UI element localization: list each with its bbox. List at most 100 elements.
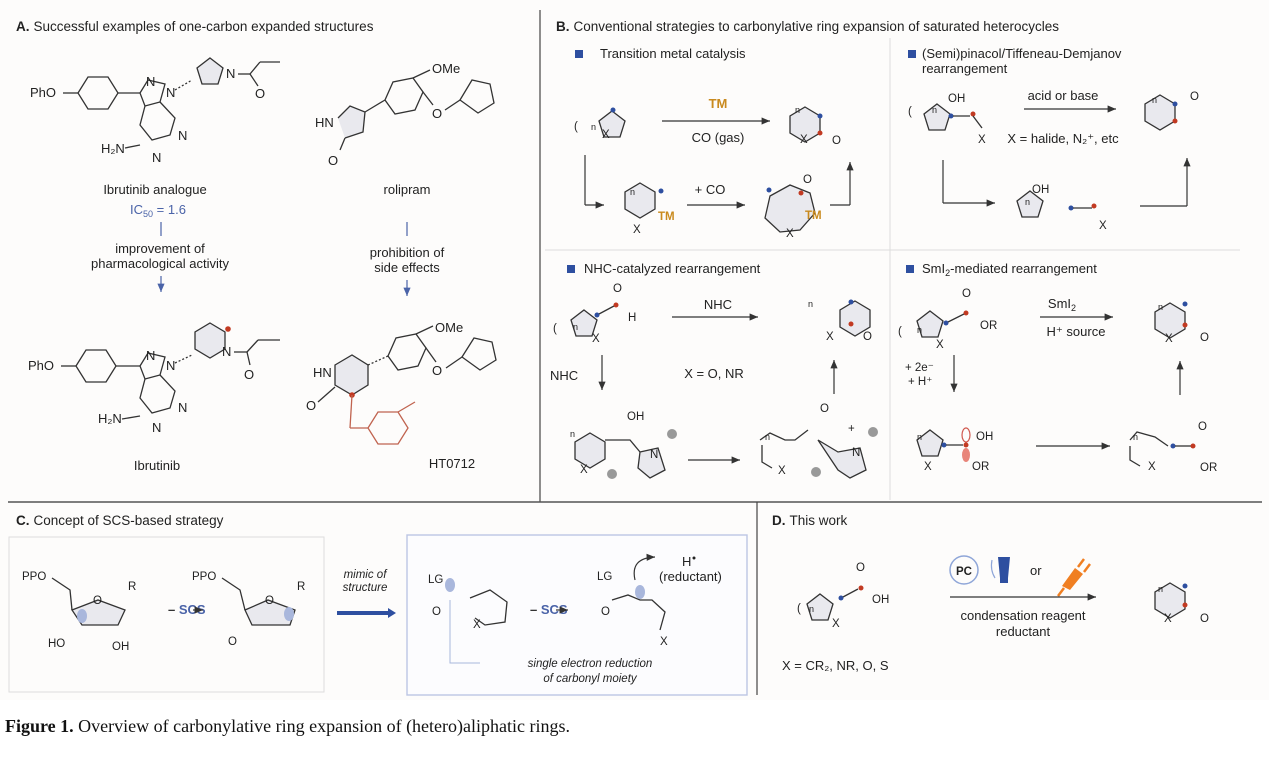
svg-text:X: X	[832, 618, 840, 630]
svg-text:X: X	[924, 461, 932, 473]
furanose-box	[8, 536, 325, 693]
panel-c: C.Concept of SCS-based strategy PPO O R …	[8, 513, 748, 696]
atom-label: O	[432, 106, 442, 121]
atom-label: HN	[315, 115, 334, 130]
svg-text:C.Concept of SCS-based strateg: C.Concept of SCS-based strategy	[16, 513, 224, 528]
atom-label: N	[166, 85, 175, 100]
ht0712-structure: HN O OMe O	[306, 320, 497, 445]
svg-text:O: O	[856, 562, 865, 574]
atom-label: OH	[112, 641, 129, 653]
ibrutinib-analogue-structure: PhO N N N N H₂N N O	[30, 57, 280, 165]
smi2-scheme: SmI2-mediated rearrangement ( n O OR X S…	[898, 261, 1217, 474]
annotation-leader-line	[449, 600, 480, 664]
blue-atom-dot	[610, 107, 616, 113]
panel-b-title: Conventional strategies to carbonylative…	[574, 19, 1060, 34]
red-atom-dot	[1172, 118, 1178, 124]
svg-text:n: n	[573, 322, 578, 332]
blue-atom-dot	[1172, 101, 1178, 107]
atom-label: HO	[48, 638, 65, 650]
figure-panel: A.Successful examples of one-carbon expa…	[8, 10, 1262, 696]
svg-text:X: X	[1148, 461, 1156, 473]
red-atom-dot	[225, 326, 231, 332]
rolipram-label: rolipram	[384, 182, 431, 197]
atom-label: N	[146, 74, 155, 89]
svg-text:(: (	[553, 323, 557, 335]
red-atom-dot	[1182, 602, 1188, 608]
ic50-label: IC50 = 1.6	[130, 202, 186, 219]
svg-text:n: n	[765, 432, 770, 442]
bullet-square-icon	[906, 265, 914, 273]
atom-label: X	[473, 619, 481, 631]
atom-label: O	[228, 636, 237, 648]
blue-atom-dot	[941, 442, 947, 448]
red-atom-dot	[798, 190, 804, 196]
svg-text:X: X	[633, 224, 641, 236]
svg-text:O: O	[863, 331, 872, 343]
red-atom-dot	[1182, 322, 1188, 328]
rolipram-structure: HN O OMe O	[315, 61, 495, 168]
panel-d: D.This work ( n X O OH X = CR₂, NR, O, S…	[772, 513, 1209, 673]
photocatalyst-cycle-icon	[949, 555, 979, 585]
atom-label: R	[128, 581, 136, 593]
svg-text:O: O	[1200, 613, 1209, 625]
panel-d-letter: D.	[772, 513, 786, 528]
svg-text:A.Successful examples of one-c: A.Successful examples of one-carbon expa…	[16, 19, 374, 34]
figure-svg: A.Successful examples of one-carbon expa…	[8, 10, 1262, 696]
atom-label: HN	[313, 365, 332, 380]
note-line2: of carbonyl moiety	[543, 673, 638, 685]
semipinacol-scheme: (Semi)pinacol/Tiffeneau-Demjanov rearran…	[908, 46, 1199, 232]
svg-text:n: n	[630, 187, 635, 197]
atom-label: O	[93, 595, 102, 607]
right-effect-line1: prohibition of	[370, 245, 445, 260]
atom-label: X	[660, 636, 668, 648]
nhc-title: NHC-catalyzed rearrangement	[584, 261, 761, 276]
atom-label: PhO	[28, 358, 54, 373]
svg-text:B.Conventional strategies to c: B.Conventional strategies to carbonylati…	[556, 19, 1059, 34]
svg-text:(: (	[908, 106, 912, 118]
blue-atom-dot	[848, 299, 854, 305]
red-atom-dot	[970, 111, 976, 117]
blue-atom-dot	[1170, 443, 1176, 449]
svg-text:X: X	[936, 339, 944, 351]
atom-label: H₂N	[98, 411, 122, 426]
svg-text:n: n	[932, 105, 937, 115]
svg-text:n: n	[1025, 197, 1030, 207]
panel-d-title: This work	[790, 513, 848, 528]
substituent-dot	[868, 427, 878, 437]
atom-label: N	[222, 344, 231, 359]
svg-text:D.This work: D. This work	[772, 513, 848, 528]
left-effect-line2: pharmacological activity	[91, 256, 230, 271]
ibrutinib-analogue-label: Ibrutinib analogue	[103, 182, 206, 197]
acid-or-base-label: acid or base	[1028, 88, 1099, 103]
svg-text:n: n	[917, 432, 922, 442]
nhc-reagent: NHC	[704, 297, 732, 312]
electron-label: + 2e⁻	[905, 362, 934, 374]
svg-text:+: +	[848, 423, 855, 435]
atom-label: O	[601, 606, 610, 618]
atom-label: OMe	[432, 61, 460, 76]
tm-reagent: TM	[709, 96, 728, 111]
svg-text:n: n	[570, 429, 575, 439]
red-atom-dot	[817, 130, 823, 136]
atom-label: PPO	[22, 571, 46, 583]
ibrutinib-structure: PhO N N N N H₂N N O	[28, 322, 280, 435]
oh-label: OH	[976, 431, 993, 443]
mimic-line1: mimic of	[344, 569, 389, 581]
caption-text: Overview of carbonylative ring expansion…	[73, 716, 570, 736]
atom-label: N	[166, 358, 175, 373]
svg-text:n: n	[591, 122, 596, 132]
atom-label: O	[255, 86, 265, 101]
mimic-line2: structure	[343, 582, 388, 594]
oh-label: OH	[1032, 184, 1049, 196]
svg-text:n: n	[809, 604, 814, 614]
blue-atom-dot	[943, 320, 949, 326]
atom-label: O	[265, 595, 274, 607]
figure-caption: Figure 1. Overview of carbonylative ring…	[5, 716, 570, 737]
or-label: OR	[1200, 462, 1217, 474]
svg-text:O: O	[803, 174, 812, 186]
blue-atom-dot	[766, 187, 772, 193]
nhc-scheme: NHC-catalyzed rearrangement ( n O H X NH…	[550, 261, 878, 479]
tm-title: Transition metal catalysis	[600, 46, 746, 61]
svg-text:n: n	[795, 105, 800, 115]
h-radical-label: H	[682, 554, 691, 569]
